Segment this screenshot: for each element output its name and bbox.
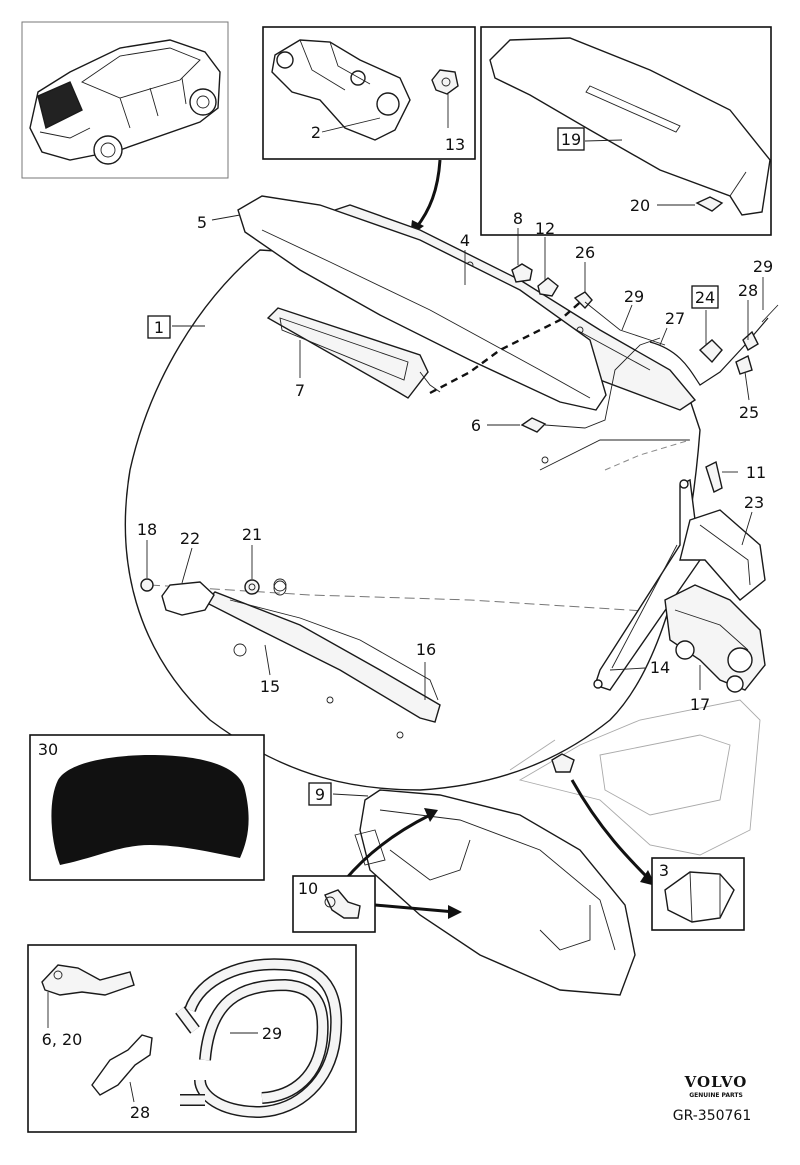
callout-23: 23: [744, 493, 764, 512]
motor-cover: [679, 509, 766, 601]
upper-seal: [237, 195, 607, 411]
callout-16: 16: [416, 640, 436, 659]
callout-25: 25: [739, 403, 759, 422]
callout-17: 17: [690, 695, 710, 714]
callout-1: 1: [154, 318, 164, 337]
callout-30: 30: [38, 740, 58, 759]
brand-tagline: GENUINE PARTS: [689, 1092, 743, 1099]
callout-29b: 29: [624, 287, 644, 306]
accessories-inset: [27, 944, 357, 1133]
callout-leaders: [172, 214, 764, 797]
callout-6: 6: [471, 416, 481, 435]
callout-29: 29: [753, 257, 773, 276]
kit-label-29: 29: [262, 1024, 282, 1043]
brake-light: [266, 307, 441, 399]
callout-28: 28: [738, 281, 758, 300]
clip-arrows: [343, 808, 462, 919]
seal-inset: [29, 734, 265, 881]
wiper-motor: [664, 584, 766, 693]
callout-12: 12: [535, 219, 555, 238]
car-body-outline: [509, 699, 761, 856]
wiper-assembly: [140, 540, 441, 723]
kit-label-28: 28: [130, 1103, 150, 1122]
car-overview-inset: [21, 21, 229, 179]
callout-22: 22: [180, 529, 200, 548]
callout-13: 13: [445, 135, 465, 154]
callout-20: 20: [630, 196, 650, 215]
hinge-location-arrow: [410, 159, 442, 236]
trim-panel: [354, 789, 636, 996]
callout-18: 18: [137, 520, 157, 539]
callout-7: 7: [295, 381, 305, 400]
callout-11: 11: [746, 463, 766, 482]
brand-block: VOLVO GENUINE PARTS GR-350761: [673, 1073, 752, 1124]
callout-26: 26: [575, 243, 595, 262]
callout-3: 3: [659, 861, 669, 880]
callout-4: 4: [460, 231, 470, 250]
callout-27: 27: [665, 309, 685, 328]
gas-strut: [593, 478, 701, 691]
callout-5: 5: [197, 213, 207, 232]
bump-stop: [551, 753, 656, 886]
callout-9: 9: [315, 785, 325, 804]
diagram-code: GR-350761: [673, 1108, 752, 1124]
bump-stop-inset: [651, 857, 745, 931]
callout-10: 10: [298, 879, 318, 898]
wiring-dashed-route: [429, 297, 586, 395]
callout-2: 2: [311, 123, 321, 142]
harness-parts: [511, 263, 779, 386]
kit-label-6-20: 6, 20: [42, 1030, 83, 1049]
spoiler-inset: [480, 26, 772, 236]
callout-24: 24: [695, 288, 715, 307]
hinge-inset: [262, 26, 476, 160]
callout-14: 14: [650, 658, 670, 677]
brand-name: VOLVO: [684, 1073, 748, 1091]
callout-8: 8: [513, 209, 523, 228]
wiper-axis-line: [149, 584, 661, 613]
washer-nozzle: [520, 337, 661, 433]
washer-route-line: [604, 439, 691, 471]
callout-labels: 1 2 3 4 5 6 7 8 9 10 11 12 13 14 15 16 1…: [38, 123, 773, 1122]
clip-inset: [292, 875, 376, 933]
callout-21: 21: [242, 525, 262, 544]
screw: [705, 460, 738, 493]
callout-19: 19: [561, 130, 581, 149]
callout-15: 15: [260, 677, 280, 696]
